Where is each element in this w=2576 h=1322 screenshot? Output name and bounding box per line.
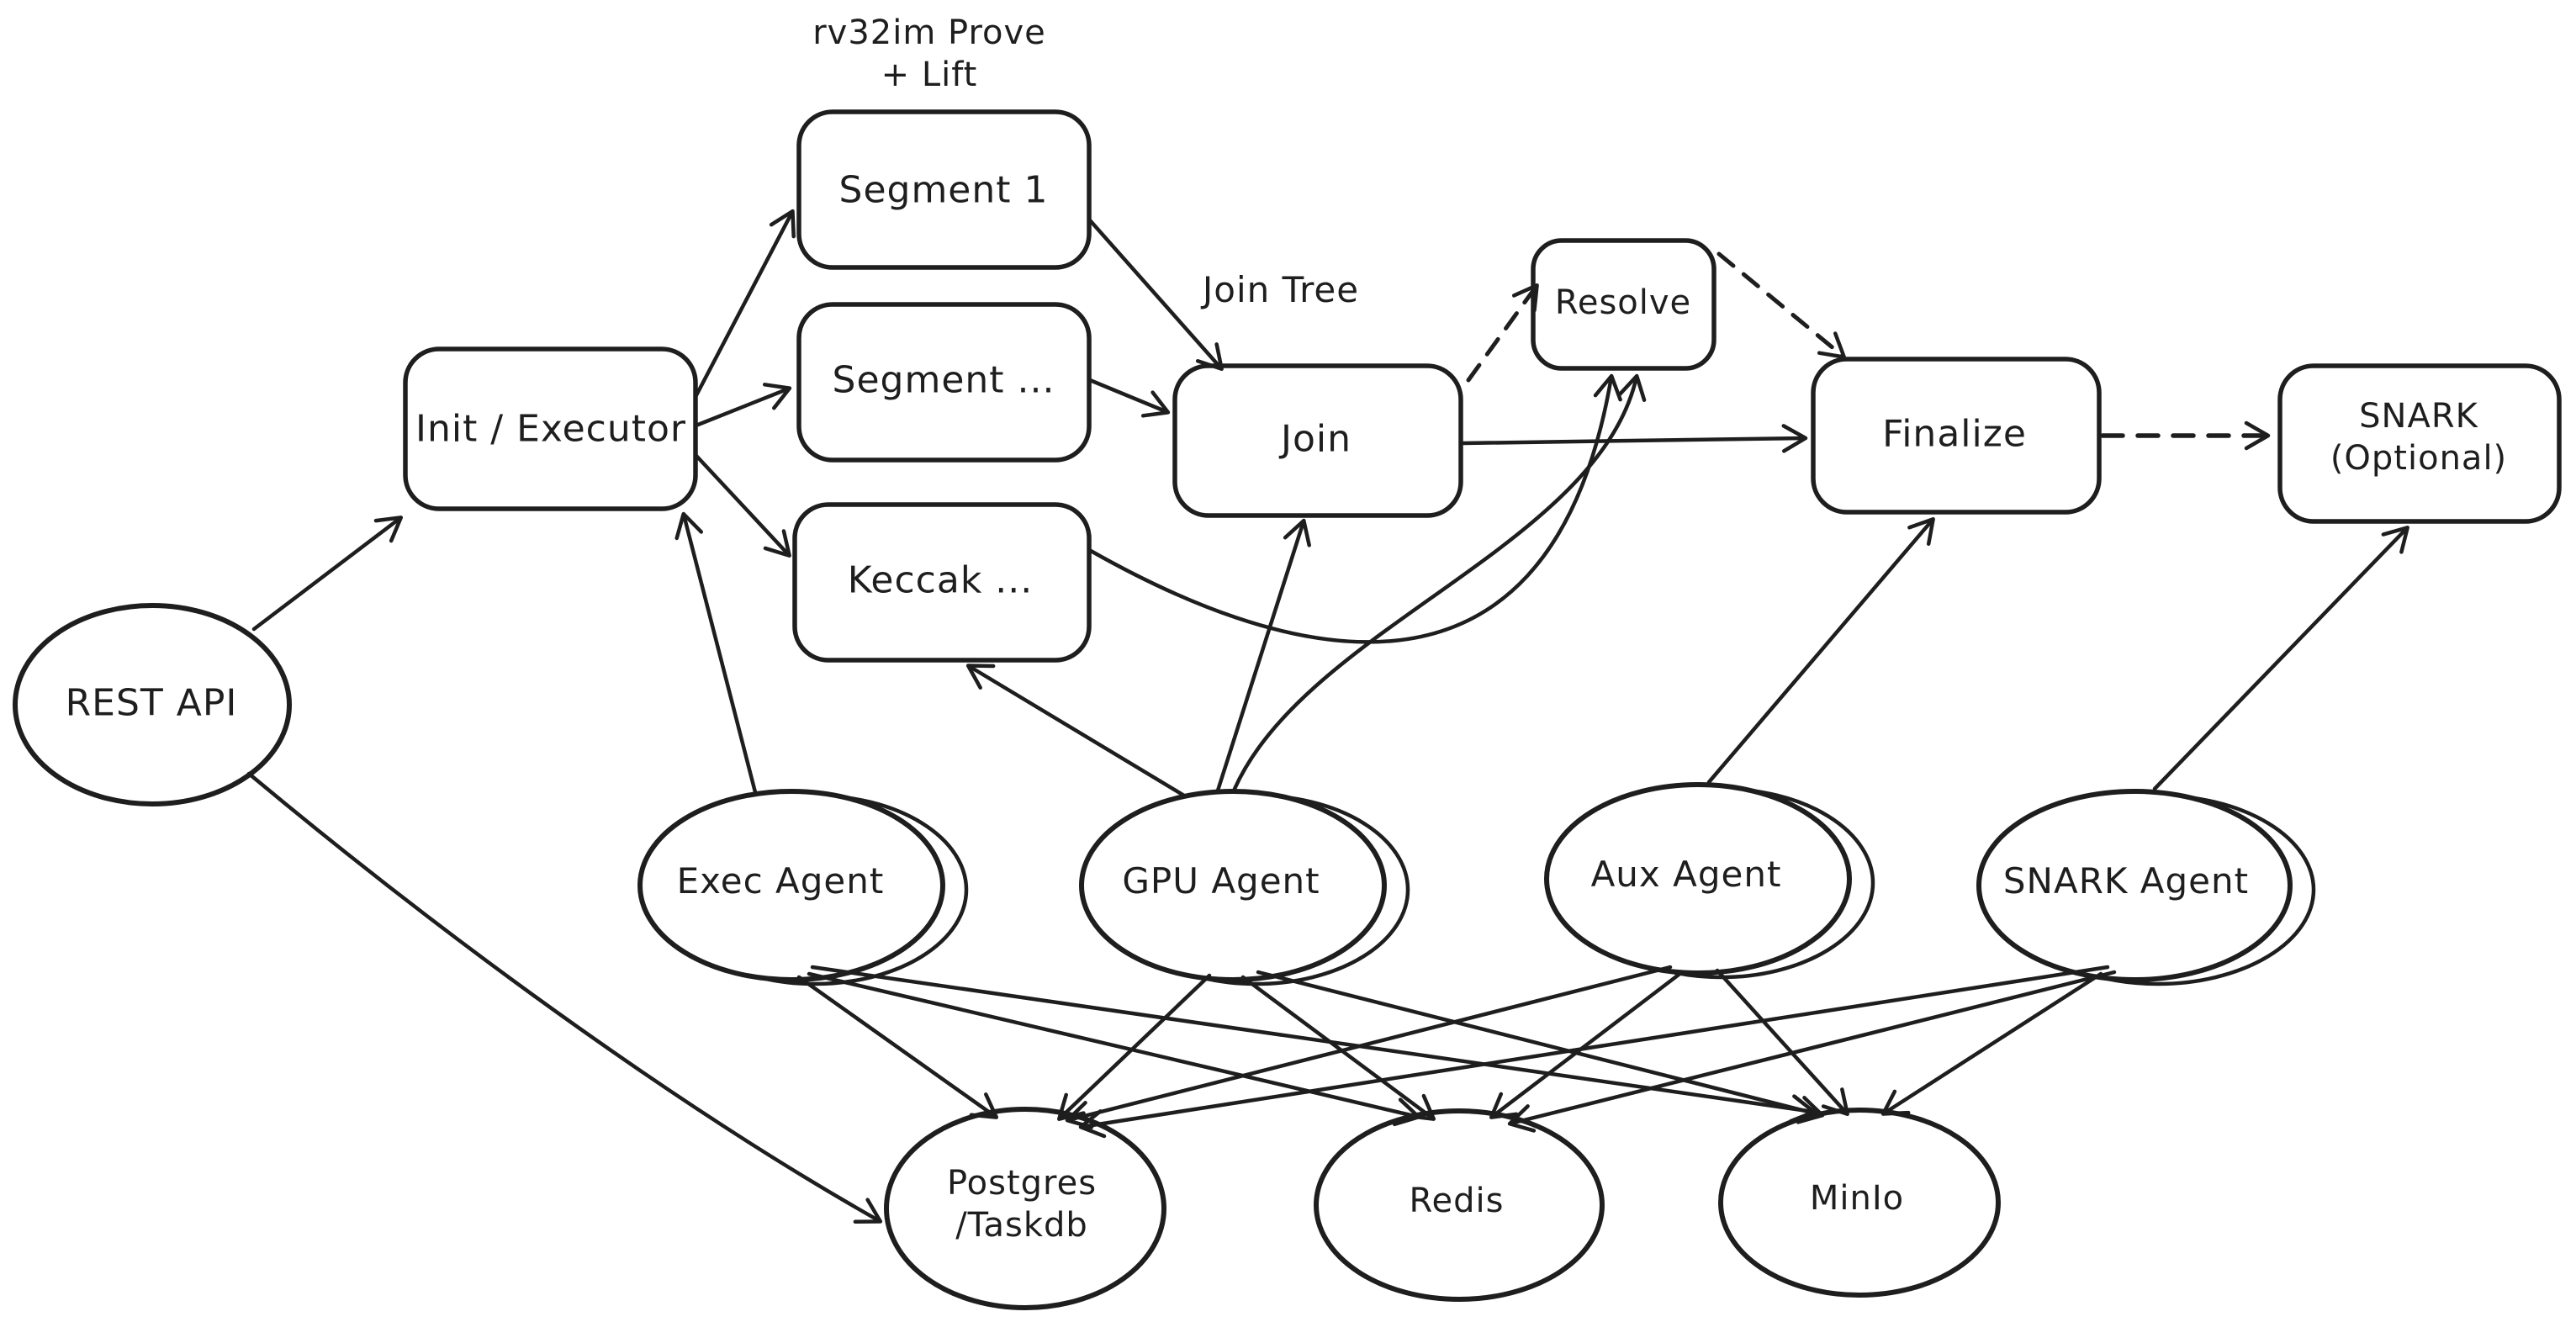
snark-label-line2: (Optional) [2330,439,2508,478]
join-tree-annotation: Join Tree [1202,268,1360,310]
redis-shape [1314,1108,1605,1302]
edge-segment-1-to-join [1087,218,1224,371]
edge-snark-agent-to-redis [1507,970,2117,1133]
edge-exec-agent-to-redis [807,971,1421,1127]
edge-join-to-finalize [1461,424,1808,453]
snark-shape [2277,363,2562,524]
gpu-agent-label: GPU Agent [1122,859,1320,902]
rest-api-label: REST API [65,681,238,725]
keccak-shape [792,502,1092,663]
init-executor-label: Init / Executor [415,407,687,451]
snark-label: SNARK (Optional) [2330,395,2507,479]
edge-gpu-agent-to-minio [1256,970,1825,1124]
redis-label: Redis [1409,1182,1505,1220]
init-executor-shape [403,346,698,511]
edge-init-to-keccak [694,453,791,558]
edge-aux-agent-to-minio [1715,968,1849,1116]
minio-label: MinIo [1809,1179,1905,1218]
edge-gpu-agent-to-keccak [965,664,1187,798]
postgres-label: Postgres /Taskdb [947,1162,1097,1246]
edge-segment-dots-to-join [1087,378,1171,418]
minio-shape [1718,1108,2001,1298]
prove-lift-line1: rv32im Prove [812,13,1046,52]
edge-gpu-agent-to-resolve [1232,373,1647,791]
finalize-shape [1811,357,2102,515]
edge-keccak-to-resolve [1088,373,1622,644]
edge-snark-agent-to-snark [2152,526,2409,791]
finalize-label: Finalize [1882,412,2027,456]
edge-rest-api-to-postgres [246,771,883,1224]
segment-dots-label: Segment ... [832,358,1055,402]
snark-agent-shape [1976,789,2293,982]
segment-1-shape [796,109,1092,270]
aux-agent-label: Aux Agent [1590,853,1782,895]
prove-lift-line2: + Lift [881,56,978,94]
edge-join-to-resolve-dashed [1466,283,1539,383]
gpu-agent-shape [1079,789,1387,982]
segment-1-label: Segment 1 [838,168,1049,212]
snark-agent-label: SNARK Agent [2002,859,2250,902]
edge-aux-agent-to-redis [1489,970,1685,1119]
join-label: Join [1280,417,1352,461]
exec-agent-label: Exec Agent [676,859,885,902]
postgres-shape [884,1107,1166,1310]
edge-init-to-segment-1 [694,209,796,398]
keccak-label: Keccak ... [847,558,1034,602]
edge-gpu-agent-to-join [1215,518,1311,793]
edge-snark-agent-to-minio [1880,971,2103,1116]
edge-gpu-agent-to-postgres [1057,973,1212,1121]
aux-agent-shape [1544,782,1852,976]
edge-init-to-segment-dots [696,383,792,427]
edge-rest-api-to-init [251,516,404,632]
edge-aux-agent-to-finalize [1706,516,1935,785]
exec-agent-shape [637,789,945,982]
postgres-label-line2: /Taskdb [955,1206,1088,1245]
prove-lift-annotation: rv32im Prove + Lift [812,12,1046,96]
edge-resolve-to-finalize-dashed [1716,251,1847,359]
rest-api-shape [13,603,292,806]
join-shape [1172,363,1463,518]
segment-dots-shape [796,302,1092,463]
edge-aux-agent-to-postgres [1065,965,1673,1129]
edge-snark-agent-to-postgres [1078,965,2110,1139]
edge-exec-agent-to-init [674,511,758,795]
postgres-label-line1: Postgres [946,1164,1098,1203]
snark-label-line1: SNARK [2359,397,2478,436]
resolve-label: Resolve [1554,283,1692,322]
edge-gpu-agent-to-redis [1240,975,1436,1121]
edge-exec-agent-to-postgres [796,975,999,1119]
